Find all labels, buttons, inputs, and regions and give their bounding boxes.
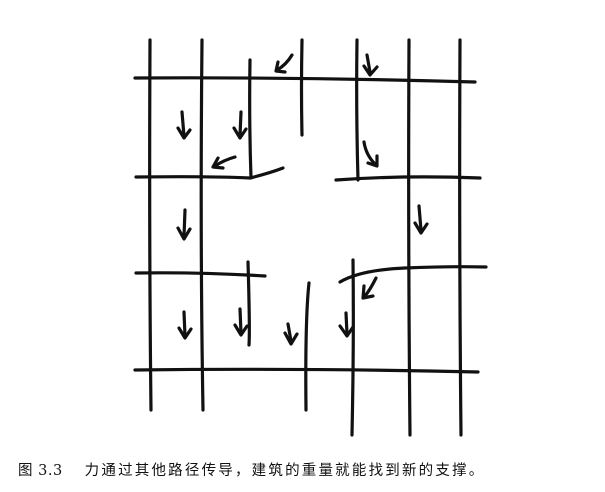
arrow-down-icon — [362, 53, 379, 77]
arrow-down-icon — [177, 310, 193, 340]
arrow-curved-icon — [362, 140, 379, 168]
diagram-canvas — [133, 38, 488, 437]
figure-number: 图 3.3 — [18, 463, 63, 479]
vertical-line-6 — [407, 38, 412, 437]
horizontal-line-3b — [338, 265, 488, 284]
vertical-line-5a — [355, 38, 360, 182]
horizontal-line-1 — [133, 76, 477, 84]
vertical-line-7 — [458, 38, 463, 437]
arrow-curved-icon — [274, 53, 294, 74]
caption-text: 力通过其他路径传导，建筑的重量就能找到新的支撑。 — [84, 463, 486, 479]
arrow-down-icon — [413, 204, 429, 235]
vertical-line-4b — [304, 281, 311, 412]
arrow-down-icon — [233, 307, 249, 337]
horizontal-line-2b — [334, 175, 482, 182]
arrow-down-icon — [232, 110, 248, 140]
vertical-line-2 — [199, 38, 205, 412]
arrow-curved-icon — [211, 155, 237, 170]
figure-caption: 图 3.3 力通过其他路径传导，建筑的重量就能找到新的支撑。 — [18, 459, 598, 480]
horizontal-line-2a — [134, 166, 285, 180]
grid-diagram — [133, 38, 488, 437]
vertical-line-5b — [350, 258, 355, 437]
arrow-down-icon — [283, 322, 299, 346]
vertical-line-4a — [299, 38, 304, 137]
arrow-curved-icon — [361, 276, 378, 300]
arrow-down-icon — [176, 110, 192, 140]
horizontal-line-3a — [134, 271, 267, 278]
horizontal-line-4 — [133, 367, 480, 374]
arrow-down-icon — [338, 311, 355, 338]
arrow-down-icon — [176, 208, 192, 241]
vertical-line-3a — [248, 58, 253, 180]
vertical-line-1 — [148, 38, 153, 412]
